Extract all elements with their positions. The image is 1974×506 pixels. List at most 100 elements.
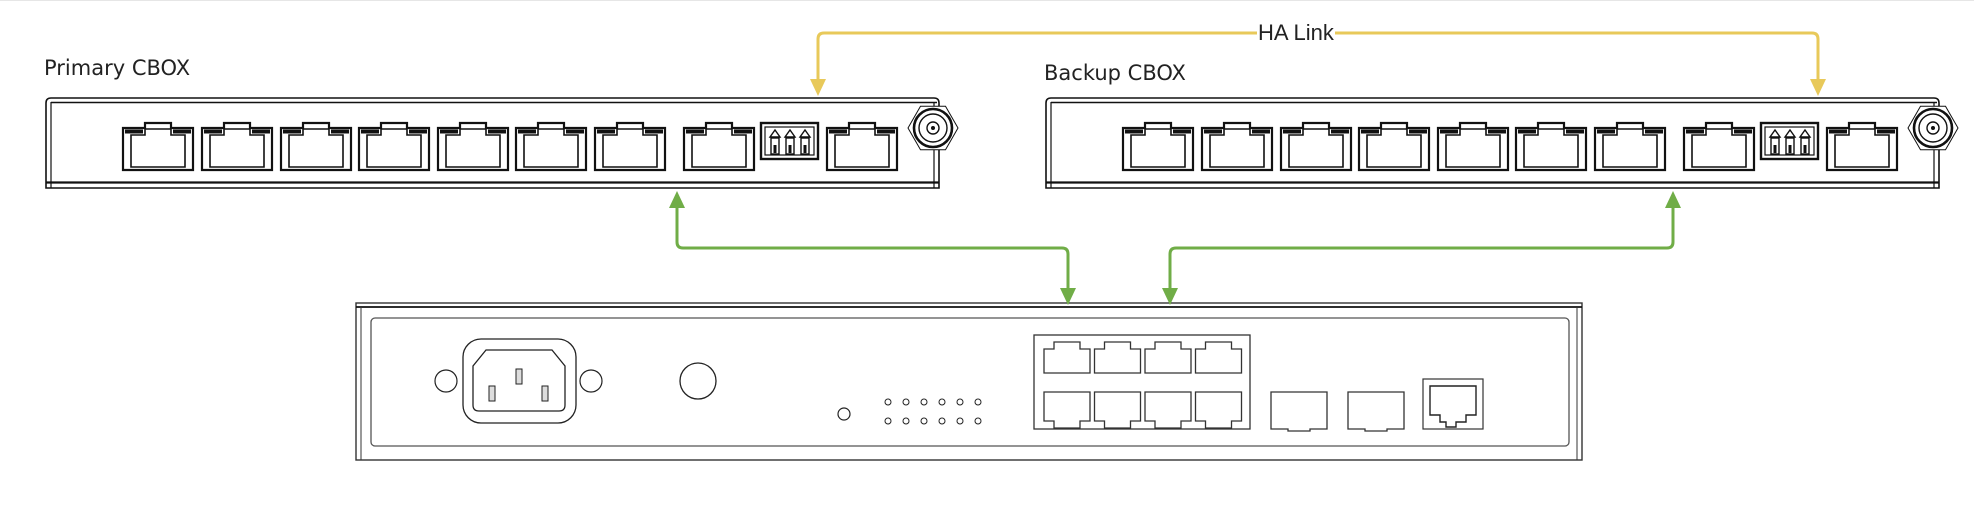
port-opening [130, 128, 186, 168]
terminal-pin-latch [768, 128, 782, 138]
port-opening [691, 128, 747, 168]
port-led-left [1518, 129, 1536, 134]
port-led-left [1686, 129, 1704, 134]
ha-link-arrow-primary [810, 79, 826, 96]
terminal-pin [788, 145, 792, 153]
port-opening [1523, 128, 1579, 168]
uplink-primary-line [675, 205, 1070, 290]
reset-button [837, 407, 851, 421]
terminal-pin-latch [1798, 128, 1812, 138]
port-opening [1445, 128, 1501, 168]
status-led [974, 398, 982, 406]
ethernet-port-6 [1514, 121, 1588, 172]
port-opening [1130, 128, 1186, 168]
ethernet-port-2 [200, 121, 274, 172]
switch-rj45-port-6 [1093, 391, 1142, 429]
status-led [938, 417, 946, 425]
port-opening [1834, 128, 1890, 168]
ha-link-label: HA Link [1257, 20, 1335, 45]
port-opening [1288, 128, 1344, 168]
power-pin-1 [488, 385, 496, 402]
ethernet-port-1 [121, 121, 195, 172]
port-led-left [597, 129, 615, 134]
switch-rj45-port-5 [1043, 391, 1091, 429]
port-opening [366, 128, 422, 168]
status-led [956, 398, 964, 406]
status-led [956, 417, 964, 425]
backup-cbox [1045, 97, 1959, 189]
uplink-backup-connection [1162, 191, 1681, 305]
mount-hole-left [434, 369, 458, 393]
ethernet-port-8 [682, 121, 756, 172]
status-led [884, 417, 892, 425]
power-pin-2 [515, 368, 523, 385]
port-led-right [734, 129, 752, 134]
port-led-left [1125, 129, 1143, 134]
port-led-right [1877, 129, 1895, 134]
port-led-left [283, 129, 301, 134]
power-pin-3 [541, 385, 549, 402]
console-port [1422, 378, 1484, 430]
primary-cbox-label: Primary CBOX [44, 56, 191, 80]
sfp-port-2 [1347, 391, 1405, 432]
port-led-right [1566, 129, 1584, 134]
ethernet-port-3 [1279, 121, 1353, 172]
ethernet-port-7 [1593, 121, 1667, 172]
status-led [938, 398, 946, 406]
ethernet-port-9 [1825, 121, 1899, 172]
port-led-right [645, 129, 663, 134]
status-led [902, 417, 910, 425]
antenna-connector-icon [907, 105, 959, 151]
antenna-inner-ring [918, 113, 948, 143]
port-led-right [877, 129, 895, 134]
terminal-pin-latch [1768, 128, 1782, 138]
port-opening [1209, 128, 1265, 168]
sfp-port-1 [1270, 391, 1328, 432]
port-opening [1602, 128, 1658, 168]
backup-cbox-label: Backup CBOX [1044, 61, 1186, 85]
port-opening [602, 128, 658, 168]
terminal-pin [1788, 145, 1792, 153]
ethernet-port-9 [825, 121, 899, 172]
terminal-pin-latch [783, 128, 797, 138]
status-led [974, 417, 982, 425]
terminal-block-inner [764, 126, 815, 156]
port-led-left [1440, 129, 1458, 134]
port-led-right [488, 129, 506, 134]
uplink-primary-arrow-switch [1060, 288, 1076, 305]
port-led-right [331, 129, 349, 134]
power-button [679, 362, 717, 400]
port-led-right [1173, 129, 1191, 134]
switch-rj45-port-8 [1194, 391, 1243, 429]
port-led-left [1361, 129, 1379, 134]
antenna-pin-ring [926, 121, 940, 135]
switch-rj45-port-4 [1194, 341, 1243, 374]
port-opening [1366, 128, 1422, 168]
status-led [902, 398, 910, 406]
port-opening [209, 128, 265, 168]
antenna-inner-ring [1918, 113, 1948, 143]
terminal-block-inner [1764, 126, 1815, 156]
network-switch [355, 302, 1583, 461]
ethernet-port-1 [1121, 121, 1195, 172]
terminal-block [1759, 121, 1820, 161]
antenna-pin-ring [1926, 121, 1940, 135]
port-opening [834, 128, 890, 168]
antenna-pin [1931, 126, 1935, 130]
ethernet-port-7 [593, 121, 667, 172]
switch-rj45-port-3 [1144, 341, 1192, 374]
port-led-right [1645, 129, 1663, 134]
port-led-left [686, 129, 704, 134]
ethernet-port-8 [1682, 121, 1756, 172]
ethernet-port-5 [436, 121, 510, 172]
port-led-right [1252, 129, 1270, 134]
status-led [920, 398, 928, 406]
port-opening [523, 128, 579, 168]
uplink-backup-line [1168, 205, 1675, 290]
switch-rj45-port-2 [1093, 341, 1142, 374]
ethernet-port-4 [357, 121, 431, 172]
port-led-right [1734, 129, 1752, 134]
uplink-primary-connection [669, 191, 1076, 305]
switch-front-panel [370, 317, 1570, 447]
